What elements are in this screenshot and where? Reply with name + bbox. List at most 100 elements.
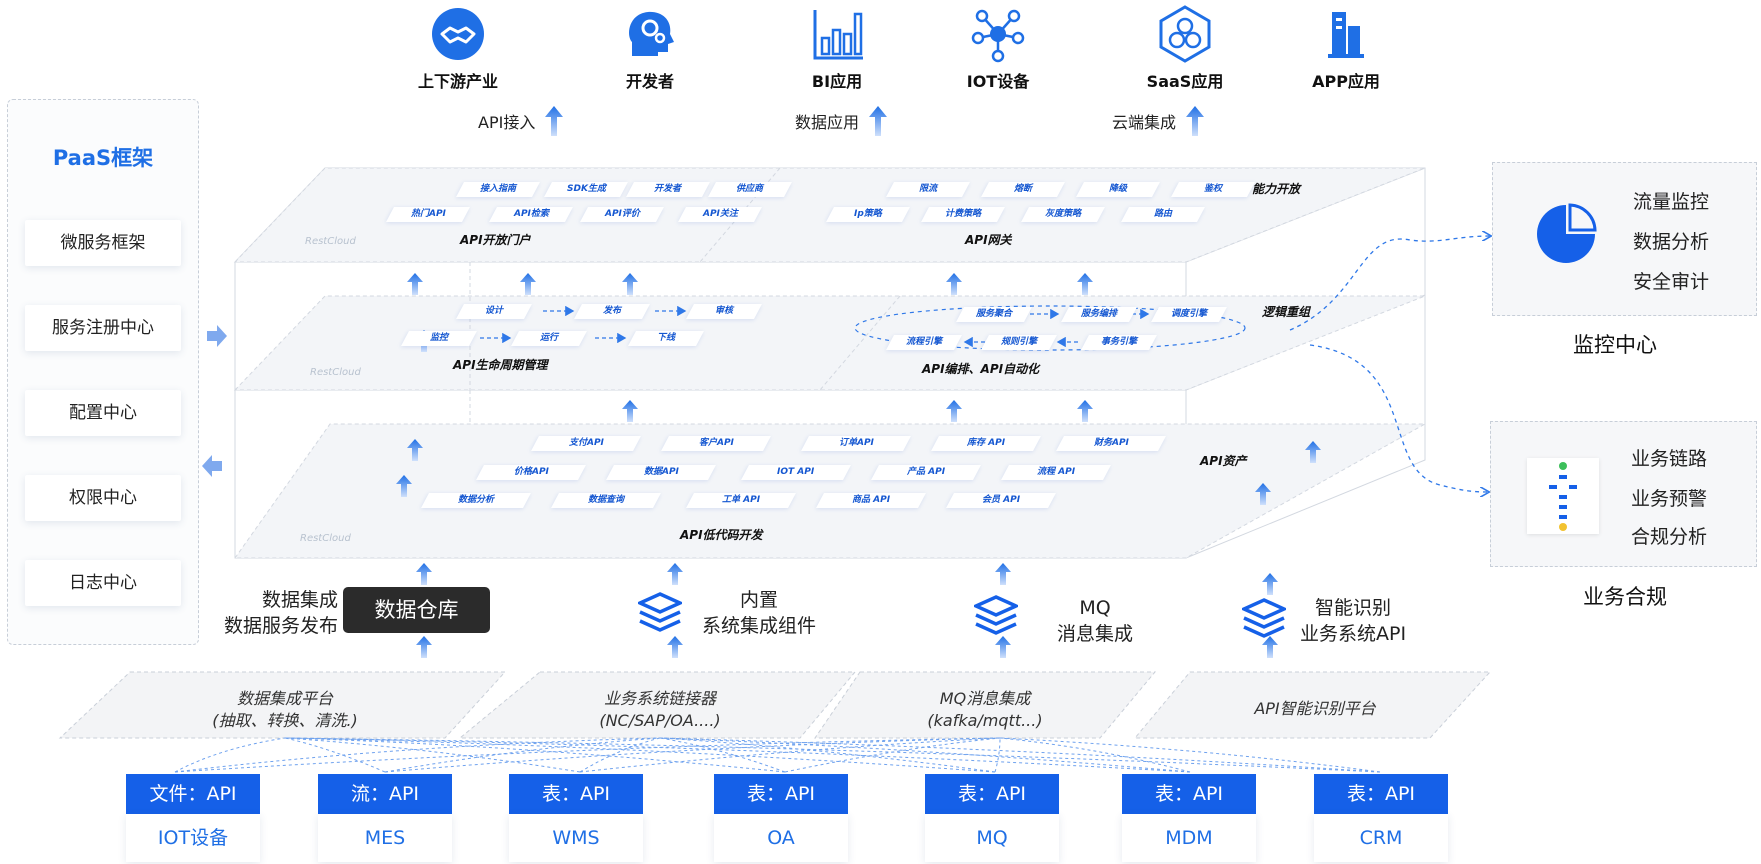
data-warehouse-badge: 数据仓库 (343, 587, 490, 633)
lifecycle-chip: 发布 (574, 304, 650, 319)
bar-chart-icon (813, 10, 863, 60)
platform-mq: MQ消息集成 (kafka/mqtt...) (927, 689, 1043, 730)
builtin-label: 内置 系统集成组件 (702, 589, 817, 637)
source-name: WMS (509, 814, 643, 862)
api-asset-chip: 商品 API (816, 493, 926, 508)
up-arrow-icon (995, 636, 1011, 658)
source-name: OA (714, 814, 848, 862)
data-integration-label: 数据集成 数据服务发布 (223, 589, 338, 637)
compliance-caption: 业务合规 (1583, 585, 1667, 609)
orchestration-chip: 规则引擎 (981, 335, 1057, 350)
orchestration-title: API编排、API自动化 (922, 362, 1040, 376)
up-arrow-icon (1262, 636, 1278, 658)
source-oa: 表：API OA (714, 774, 848, 862)
source-api-label: 表：API (509, 774, 643, 814)
network-nodes-icon (971, 9, 1025, 63)
portal-chip: API关注 (678, 207, 762, 222)
layer-tag-logic: 逻辑重组 (1262, 305, 1311, 319)
consumer-developer: 开发者 (580, 4, 720, 92)
up-arrow-icon (407, 273, 423, 295)
smart-label: 智能识别 业务系统API (1300, 597, 1407, 645)
gateway-chip: Ip策略 (826, 207, 910, 222)
source-name: MES (318, 814, 452, 862)
source-name: MQ (925, 814, 1059, 862)
up-arrow-icon (1077, 400, 1093, 422)
paas-item-registry: 服务注册中心 (25, 305, 181, 351)
up-arrow-icon (667, 636, 683, 658)
source-name: IOT设备 (126, 814, 260, 862)
source-api-label: 表：API (925, 774, 1059, 814)
orchestration-chip: 服务编排 (1061, 307, 1137, 322)
gateway-chip: 计费策略 (921, 207, 1005, 222)
source-mq: 表：API MQ (925, 774, 1059, 862)
portal-chip: SDK生成 (544, 182, 628, 197)
lifecycle-chip: 运行 (511, 331, 587, 346)
uplink-data-app: 数据应用 (795, 106, 888, 136)
api-asset-chip: 库存 API (931, 436, 1041, 451)
api-asset-chip: 数据分析 (421, 493, 531, 508)
layers-stack-icon (638, 592, 682, 632)
lifecycle-title: API生命周期管理 (453, 358, 548, 372)
gateway-chip: 鉴权 (1171, 182, 1255, 197)
lowcode-title: API低代码开发 (680, 528, 763, 542)
up-arrow-icon (869, 106, 888, 136)
source-crm: 表：API CRM (1314, 774, 1448, 862)
gateway-chip: 降级 (1076, 182, 1160, 197)
source-wms: 表：API WMS (509, 774, 643, 862)
paas-title: PaaS框架 (52, 146, 154, 170)
source-name: CRM (1314, 814, 1448, 862)
orchestration-loop (854, 305, 1246, 351)
paas-item-auth: 权限中心 (25, 475, 181, 521)
portal-chip: 供应商 (708, 182, 792, 197)
layers-stack-icon (1242, 598, 1286, 638)
up-arrow-icon (946, 273, 962, 295)
watermark: RestCloud (300, 533, 351, 544)
handshake-icon (432, 8, 484, 60)
source-name: MDM (1122, 814, 1256, 862)
platform-data-integration: 数据集成平台 (抽取、转换、清洗.) (212, 689, 358, 730)
gateway-chip: 灰度策略 (1021, 207, 1105, 222)
up-arrow-icon (545, 106, 564, 136)
portal-chip: API评价 (580, 207, 664, 222)
api-asset-chip: 会员 API (946, 493, 1056, 508)
paas-frame: PaaS框架 微服务框架 服务注册中心 配置中心 权限中心 日志中心 (7, 99, 199, 645)
watermark: RestCloud (310, 367, 361, 378)
lifecycle-chip: 监控 (401, 331, 477, 346)
paas-item-log: 日志中心 (25, 560, 181, 606)
gateway-title: API网关 (965, 233, 1012, 247)
orchestration-chip: 服务聚合 (956, 307, 1032, 322)
paas-item-microservice: 微服务框架 (25, 220, 181, 266)
right-arrow-icon (207, 325, 227, 347)
api-asset-chip: 工单 API (686, 493, 796, 508)
up-arrow-icon (396, 475, 412, 497)
up-arrow-icon (416, 563, 432, 585)
up-arrow-icon (667, 563, 683, 585)
consumer-upstream: 上下游产业 (388, 4, 528, 92)
up-arrow-icon (520, 273, 536, 295)
source-iot: 文件：API IOT设备 (126, 774, 260, 862)
link-to-compliance (1309, 344, 1488, 492)
building-icon (1328, 12, 1364, 58)
orchestration-chip: 调度引擎 (1151, 307, 1227, 322)
watermark: RestCloud (305, 236, 356, 247)
lifecycle-chip: 设计 (456, 304, 532, 319)
up-arrow-icon (407, 439, 423, 461)
uplink-cloud: 云端集成 (1112, 106, 1205, 136)
source-api-label: 表：API (1122, 774, 1256, 814)
plane-dividers (469, 167, 901, 424)
up-arrow-icon (622, 273, 638, 295)
hexagon-cluster-icon (1159, 5, 1211, 63)
gateway-chip: 路由 (1121, 207, 1205, 222)
platform-connector: 业务系统链接器 (NC/SAP/OA....) (599, 689, 721, 730)
left-arrow-icon (202, 455, 222, 477)
orchestration-chip: 流程引擎 (886, 335, 962, 350)
consumer-bi: BI应用 (767, 4, 907, 92)
portal-chip: 开发者 (626, 182, 710, 197)
consumer-saas: SaaS应用 (1115, 4, 1255, 92)
monitor-panel: 流量监控 数据分析 安全审计 (1492, 162, 1757, 316)
gateway-chip: 熔断 (981, 182, 1065, 197)
mq-label: MQ 消息集成 (1057, 597, 1134, 645)
up-arrow-icon (1262, 573, 1278, 595)
gateway-chip: 限流 (886, 182, 970, 197)
flow-icon (1527, 458, 1599, 534)
